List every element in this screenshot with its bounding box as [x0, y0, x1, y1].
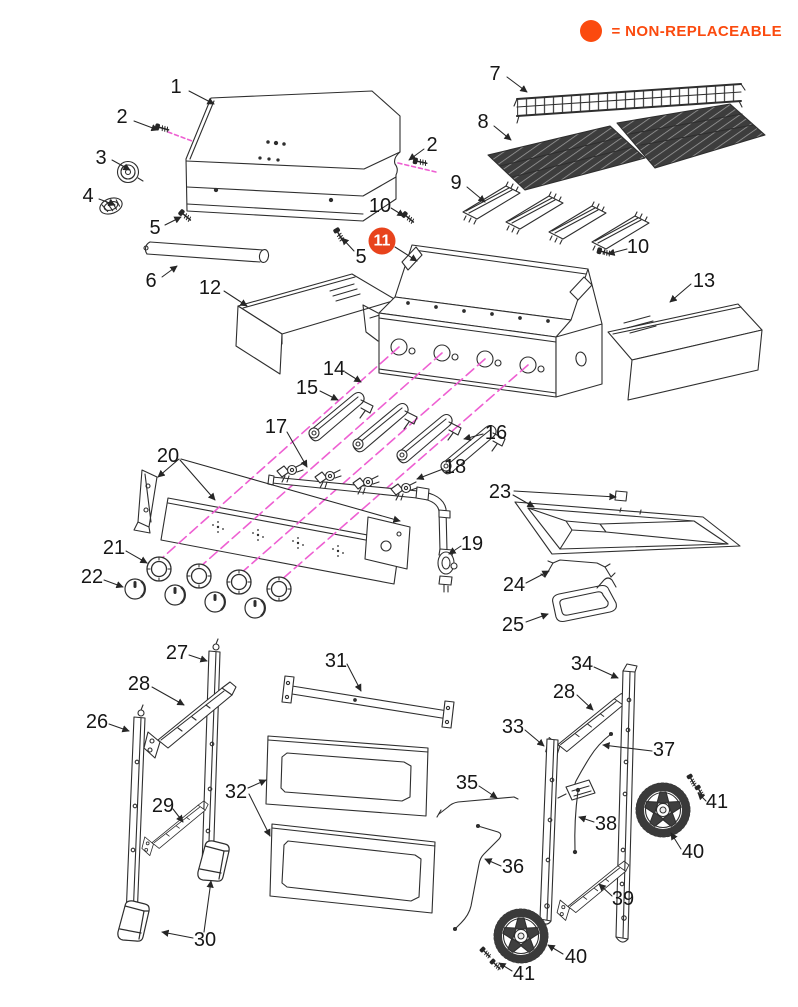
part-7-warming-rack [513, 83, 746, 124]
part-28-bracket-left [143, 681, 237, 759]
part-32-doors [265, 735, 436, 914]
part-11-firebox [362, 244, 603, 398]
non-replaceable-dot-icon [580, 20, 603, 42]
leader-lines [98, 76, 707, 972]
part-27-leg [201, 638, 221, 870]
part-6-handle [143, 241, 270, 264]
alignment-dash-lines [151, 131, 529, 589]
part-31-crossbar [281, 675, 455, 729]
part-8-cooking-grates [487, 103, 766, 191]
part-1-lid [185, 90, 401, 222]
part-9-heat-plates [462, 181, 650, 255]
part-15-burners [308, 391, 506, 475]
part-37-igniter [557, 731, 614, 801]
part-35-rod [436, 796, 519, 818]
part-26-leg [125, 704, 146, 920]
part-23-grease-tray [514, 490, 741, 555]
part-38-rod [572, 787, 581, 855]
part-12-left-shelf [235, 273, 397, 375]
part-40-wheels [495, 784, 690, 963]
part-19-regulator [437, 548, 458, 593]
part-24-wire-bracket [540, 559, 616, 578]
part-33-leg [539, 738, 559, 925]
part-25-grease-cup [552, 577, 617, 623]
part-20-control-panel [133, 469, 411, 585]
legend-label: = NON-REPLACEABLE [611, 22, 782, 40]
part-29-bracket [141, 800, 209, 856]
part-4-logo-badge [99, 197, 123, 215]
part-36-wire [452, 823, 502, 932]
part-13-right-shelf [607, 303, 763, 401]
legend: = NON-REPLACEABLE [580, 20, 782, 42]
